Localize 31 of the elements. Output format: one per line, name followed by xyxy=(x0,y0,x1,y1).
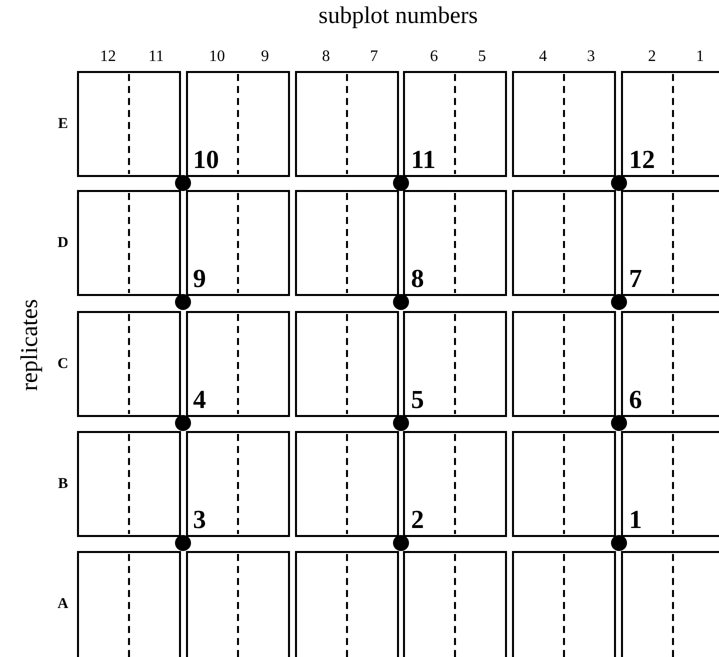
column-number: 7 xyxy=(370,49,378,65)
point-number: 8 xyxy=(411,266,424,292)
row-letter: B xyxy=(58,476,68,492)
column-number: 6 xyxy=(430,49,438,65)
column-number: 2 xyxy=(648,49,656,65)
row-letter: C xyxy=(58,356,68,372)
column-number: 1 xyxy=(696,49,704,65)
row-letter: A xyxy=(58,596,68,612)
point-number: 2 xyxy=(411,507,424,533)
column-number: 3 xyxy=(587,49,595,65)
point-number: 3 xyxy=(193,507,206,533)
point-number: 12 xyxy=(629,147,655,173)
point-number: 5 xyxy=(411,387,424,413)
axis-title: subplot numbers xyxy=(318,4,478,28)
column-number: 9 xyxy=(261,49,269,65)
point-number: 6 xyxy=(629,387,642,413)
point-number: 7 xyxy=(629,266,642,292)
point-number: 10 xyxy=(193,147,219,173)
point-number: 9 xyxy=(193,266,206,292)
row-letter: D xyxy=(58,236,68,250)
point-number: 4 xyxy=(193,387,206,413)
point-number: 11 xyxy=(411,147,436,173)
axis-title: replicates xyxy=(18,299,42,391)
column-number: 8 xyxy=(322,49,330,65)
column-number: 5 xyxy=(478,49,486,65)
column-number: 10 xyxy=(209,49,225,65)
column-number: 11 xyxy=(148,49,164,65)
column-number: 4 xyxy=(539,49,547,65)
point-number: 1 xyxy=(629,507,642,533)
row-letter: E xyxy=(58,116,68,132)
column-number: 12 xyxy=(100,49,116,65)
